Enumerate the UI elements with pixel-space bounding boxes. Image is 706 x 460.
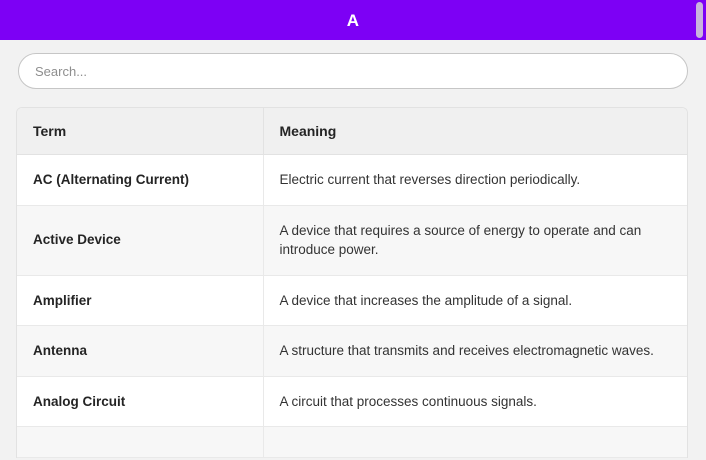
cell-meaning: A device that increases the amplitude of… xyxy=(263,275,687,327)
cell-term xyxy=(17,426,264,459)
search-input[interactable] xyxy=(18,53,688,89)
cell-term: Active Device xyxy=(17,205,264,276)
glossary-table: Term Meaning AC (Alternating Current) El… xyxy=(17,108,687,459)
table-body: AC (Alternating Current) Electric curren… xyxy=(17,154,687,459)
vertical-scrollbar[interactable] xyxy=(694,0,706,460)
app-header-bar: A xyxy=(0,0,706,40)
table-row[interactable]: AC (Alternating Current) Electric curren… xyxy=(17,154,687,206)
cell-term: AC (Alternating Current) xyxy=(17,154,264,206)
cell-meaning: Electric current that reverses direction… xyxy=(263,154,687,206)
cell-term: Analog Circuit xyxy=(17,376,264,428)
table-row[interactable]: Antenna A structure that transmits and r… xyxy=(17,325,687,377)
cell-meaning: A device that requires a source of energ… xyxy=(263,205,687,276)
cell-term: Antenna xyxy=(17,325,264,377)
table-row[interactable]: Analog Circuit A circuit that processes … xyxy=(17,376,687,428)
search-container xyxy=(18,53,688,89)
table-row[interactable]: Active Device A device that requires a s… xyxy=(17,205,687,276)
scrollbar-track[interactable] xyxy=(694,0,706,40)
table-header: Term Meaning xyxy=(17,108,687,155)
column-header-meaning: Meaning xyxy=(263,108,687,155)
table-header-row: Term Meaning xyxy=(17,108,687,155)
cell-term: Amplifier xyxy=(17,275,264,327)
cell-meaning: A structure that transmits and receives … xyxy=(263,325,687,377)
page-title: A xyxy=(346,10,360,30)
column-header-term: Term xyxy=(17,108,264,155)
table-row[interactable]: Amplifier A device that increases the am… xyxy=(17,275,687,327)
cell-meaning xyxy=(263,426,687,459)
main-content: Term Meaning AC (Alternating Current) El… xyxy=(0,40,694,460)
table-row-partial[interactable] xyxy=(17,426,687,459)
glossary-table-container: Term Meaning AC (Alternating Current) El… xyxy=(16,107,688,459)
cell-meaning: A circuit that processes continuous sign… xyxy=(263,376,687,428)
scrollbar-thumb[interactable] xyxy=(696,2,703,38)
